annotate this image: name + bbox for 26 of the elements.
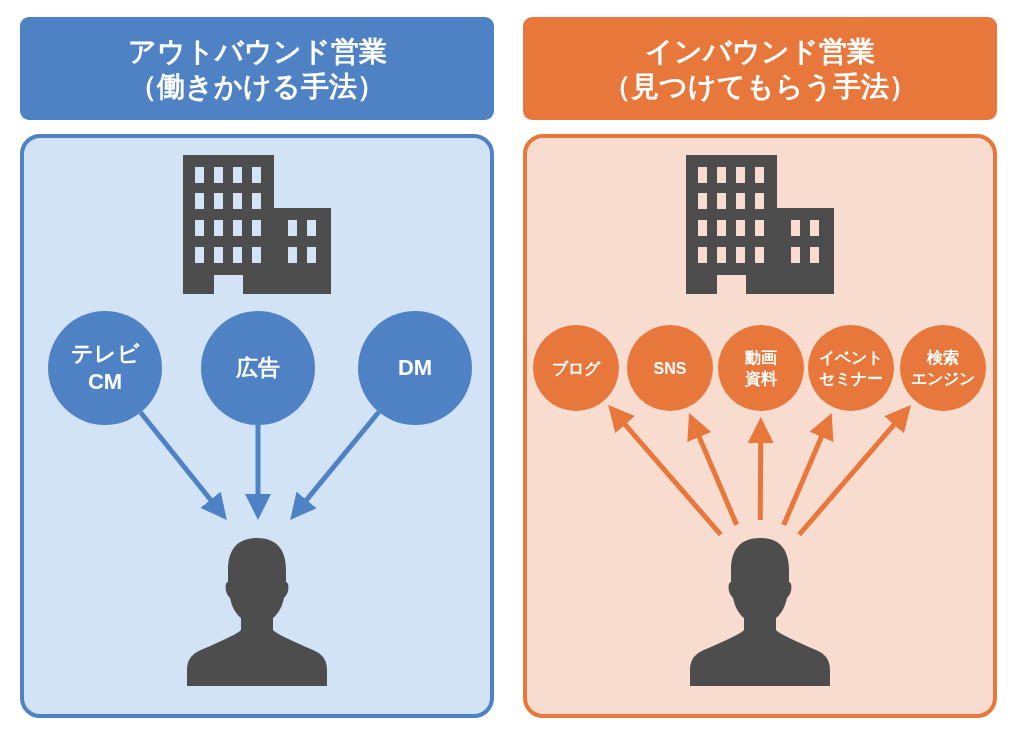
circle-node: SNS <box>627 325 713 411</box>
arrow <box>138 410 229 522</box>
arrow <box>686 412 739 526</box>
circle-node: 検索エンジン <box>900 325 986 411</box>
circle-node: イベントセミナー <box>808 325 894 411</box>
circle-node: テレビCM <box>48 311 162 425</box>
arrow <box>747 417 774 520</box>
header-bar <box>20 17 494 120</box>
person-icon <box>690 538 830 686</box>
header-bar <box>523 17 997 120</box>
arrow <box>781 412 834 526</box>
arrow <box>797 403 913 537</box>
subheading-text: （見つけてもらう手法） <box>603 69 917 104</box>
arrow <box>245 425 271 520</box>
subheading-text: （働きかける手法） <box>129 69 385 104</box>
person-icon <box>187 538 327 686</box>
arrow <box>606 403 723 537</box>
panel <box>20 134 494 718</box>
heading-text: インバウンド営業 <box>645 34 875 69</box>
heading-text: アウトバウンド営業 <box>127 34 387 69</box>
arrow <box>288 410 381 522</box>
circle-node: DM <box>358 311 472 425</box>
circle-node: 広告 <box>201 311 315 425</box>
panel <box>523 134 997 718</box>
circle-node: ブログ <box>533 325 619 411</box>
circle-node: 動画資料 <box>718 325 804 411</box>
